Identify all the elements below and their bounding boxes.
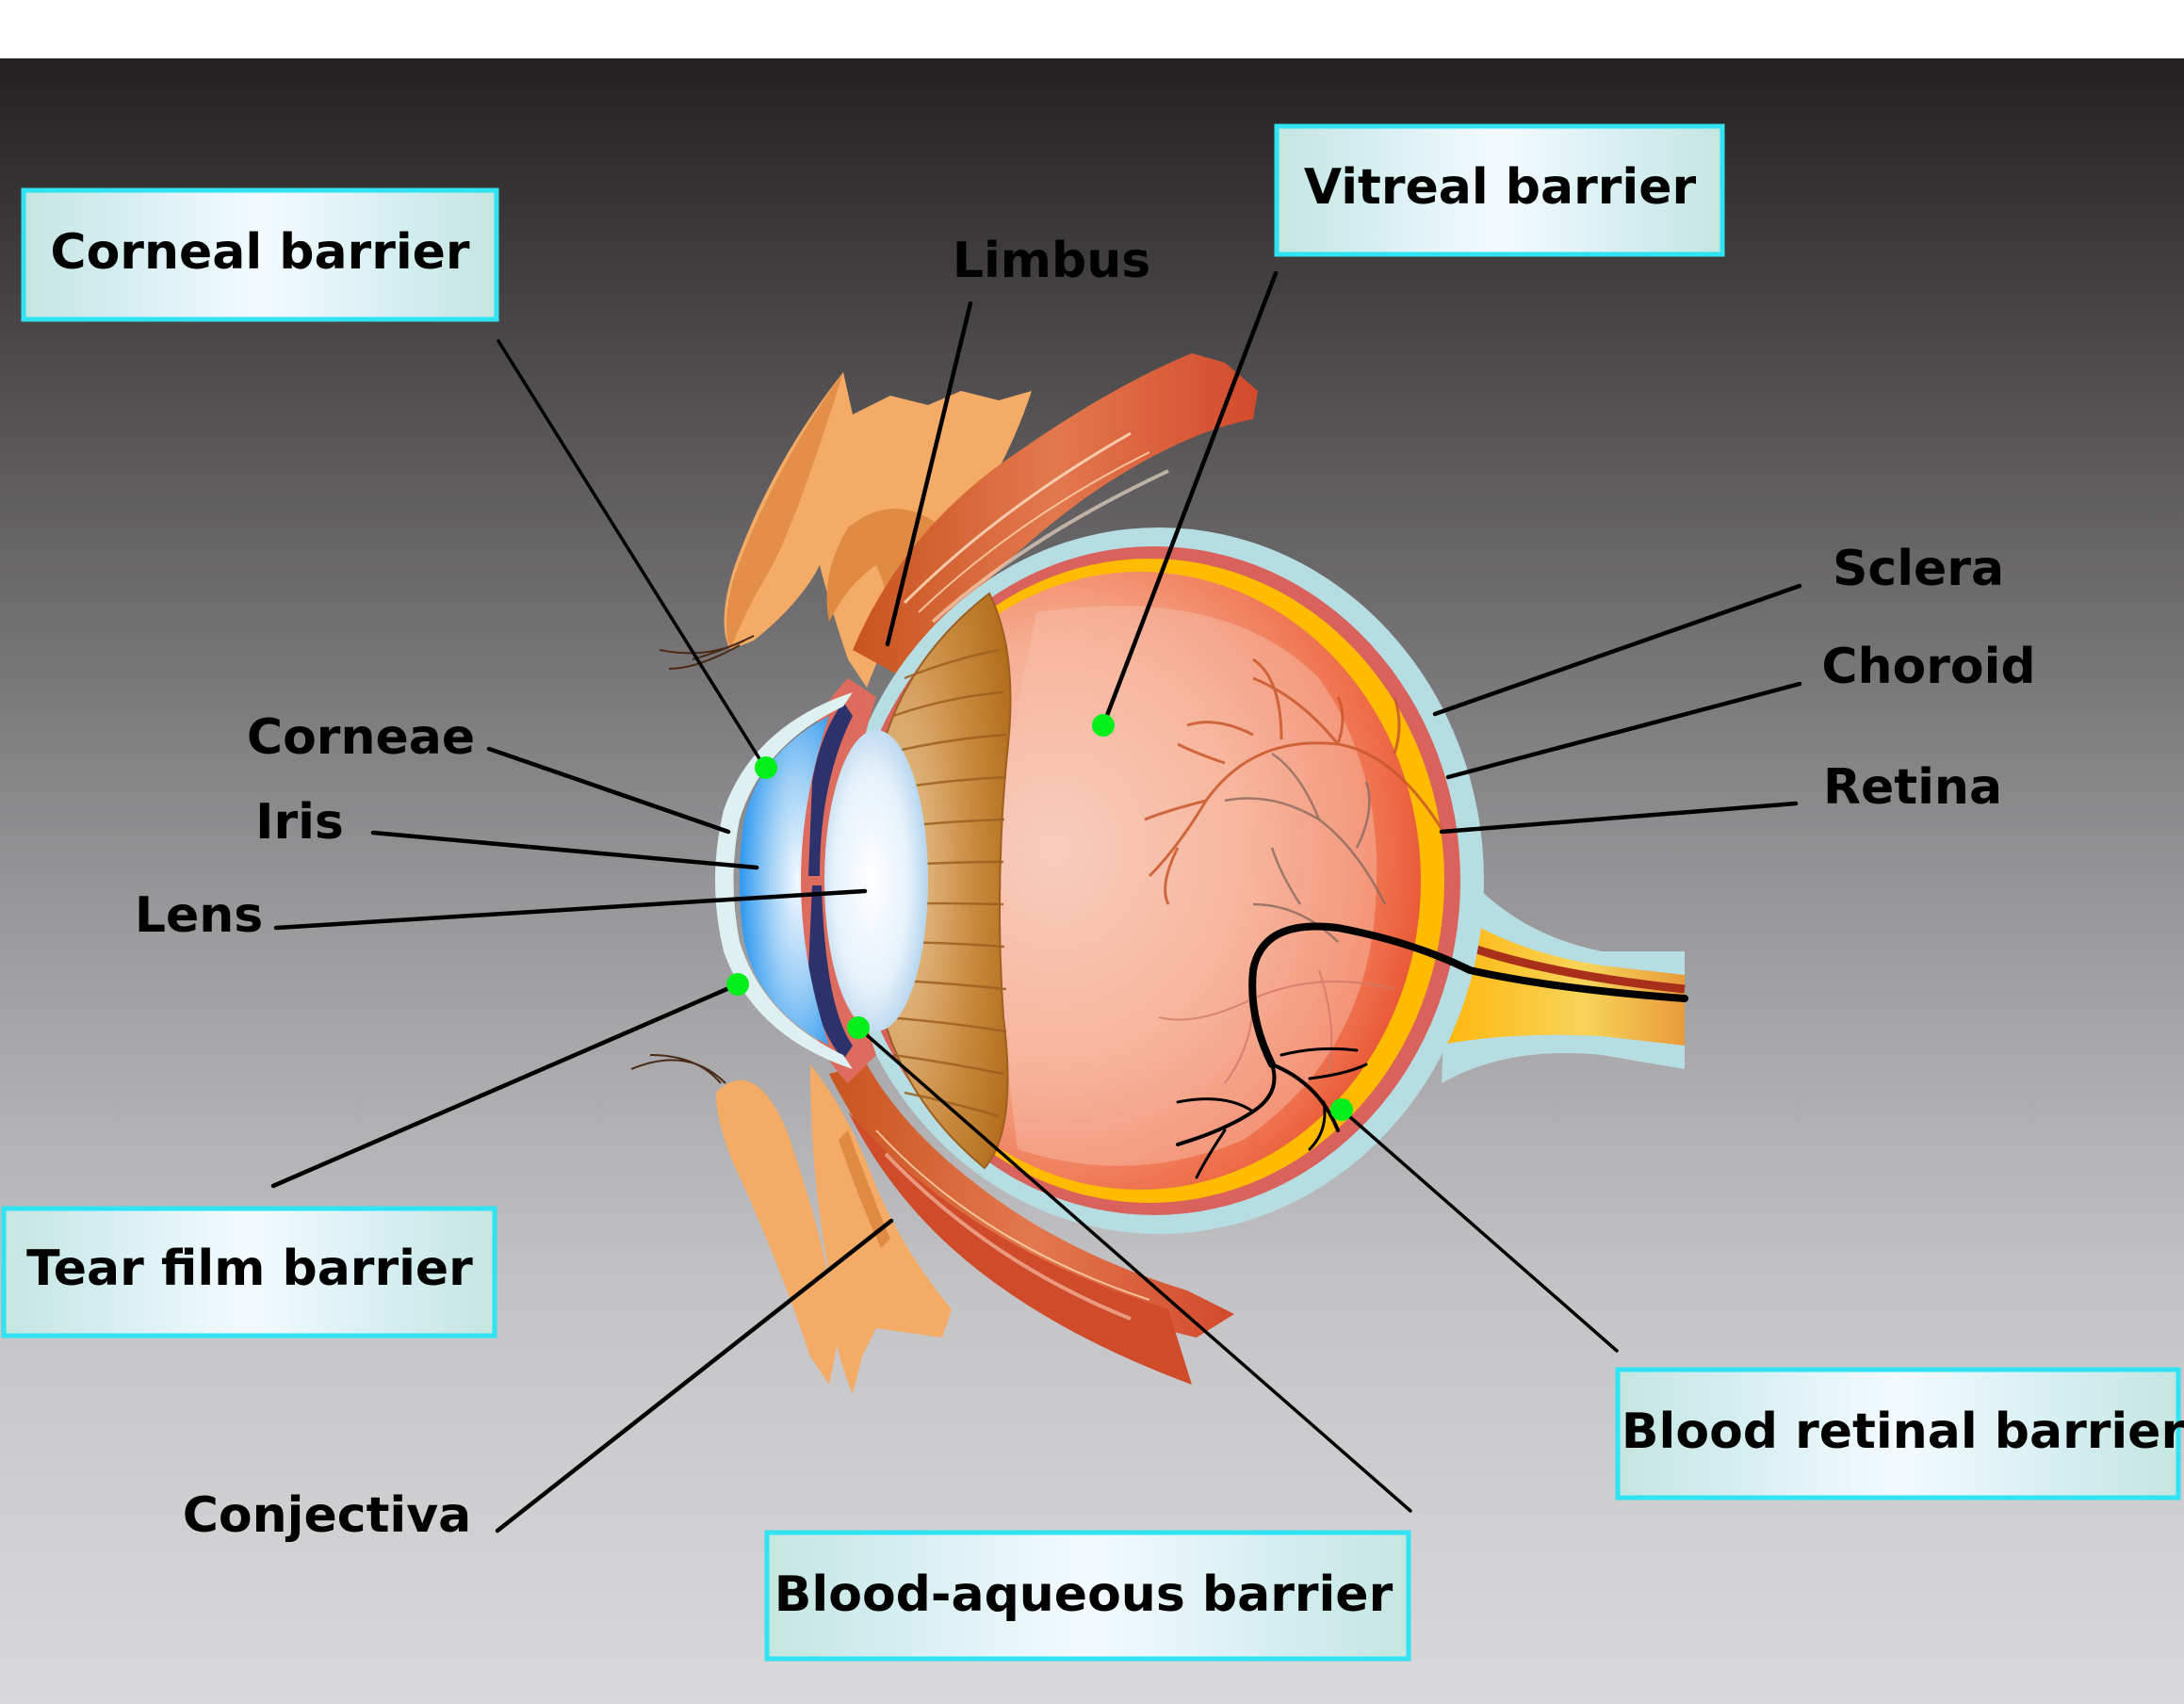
barrier-box-blood-retinal: Blood retinal barrier — [1615, 1367, 2184, 1501]
barrier-box-tear-film: Tear film barrier — [1, 1206, 497, 1339]
barrier-markers — [726, 714, 1353, 1121]
retinal-vessels-gray — [1224, 752, 1387, 943]
barrier-box-vitreal: Vitreal barrier — [1274, 123, 1725, 257]
barrier-label-vitreal: Vitreal barrier — [1304, 159, 1697, 216]
leader-lens — [273, 888, 868, 931]
leader-lines — [270, 270, 1802, 1534]
part-label-sclera: Sclera — [1833, 541, 2004, 597]
cornea — [715, 692, 853, 1069]
barrier-label-corneal: Corneal barrier — [50, 224, 470, 281]
green-dot-icon — [847, 1016, 870, 1039]
top-white-strip — [0, 0, 2184, 58]
part-label-corneae: Corneae — [247, 709, 475, 766]
green-dot-icon — [1330, 1098, 1353, 1121]
green-dot-icon — [755, 756, 777, 779]
leader-tear-film-barrier — [270, 982, 741, 1189]
part-label-conjectiva: Conjectiva — [183, 1487, 472, 1544]
barrier-box-blood-aqueous: Blood-aqueous barrier — [764, 1530, 1411, 1662]
leader-vitreal-barrier — [1100, 270, 1279, 728]
part-label-iris: Iris — [255, 794, 344, 851]
leader-retina — [1439, 801, 1799, 835]
leader-iris — [370, 830, 759, 870]
lens — [824, 730, 928, 1031]
green-dot-icon — [1092, 714, 1115, 737]
leader-blood-aqueous-barrier — [856, 1026, 1412, 1513]
part-label-retina: Retina — [1823, 759, 2002, 816]
green-dot-icon — [726, 973, 749, 996]
superior-rectus-muscle — [853, 353, 1258, 678]
barrier-label-blood-retinal: Blood retinal barrier — [1622, 1404, 2184, 1460]
barrier-label-tear-film: Tear film barrier — [26, 1241, 473, 1297]
inferior-rectus-muscle — [829, 1064, 1234, 1385]
leader-choroid — [1445, 681, 1802, 780]
part-label-limbus: Limbus — [953, 233, 1150, 289]
leader-sclera — [1432, 583, 1802, 717]
part-label-lens: Lens — [135, 887, 263, 944]
part-label-choroid: Choroid — [1821, 639, 2035, 695]
barrier-label-blood-aqueous: Blood-aqueous barrier — [774, 1566, 1394, 1623]
central-retinal-vessel — [1176, 922, 1688, 1179]
leader-corneal-barrier — [497, 339, 767, 770]
leader-blood-retinal-barrier — [1340, 1108, 1619, 1353]
barrier-box-corneal: Corneal barrier — [21, 187, 499, 322]
leader-corneae — [486, 746, 731, 835]
leader-conjectiva — [495, 1218, 894, 1534]
retinal-vessels-upper — [1144, 657, 1443, 905]
leader-limbus — [885, 300, 973, 647]
